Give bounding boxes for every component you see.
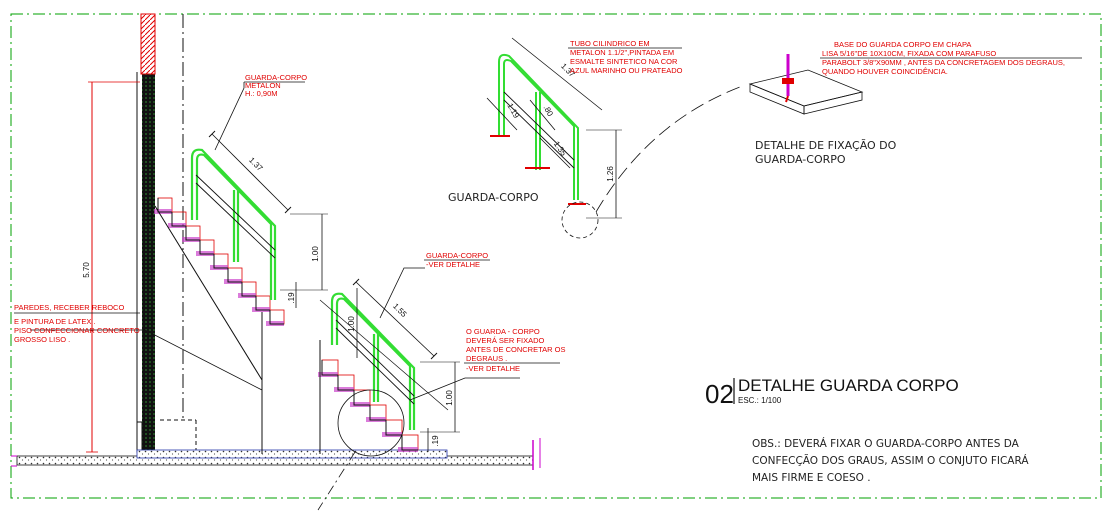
stair-step-edge <box>321 360 338 376</box>
wall-column <box>142 72 155 450</box>
dim-lower-rail-length: 1.55 <box>391 302 409 320</box>
stair-step-edge <box>171 212 186 227</box>
title-text: DETALHE GUARDA CORPO <box>738 376 959 395</box>
title-scale: ESC.: 1/100 <box>738 396 782 405</box>
stair-step-edge <box>185 226 200 241</box>
stair-step-edge <box>241 282 256 297</box>
dim-total-height: 5.70 <box>82 262 91 278</box>
label-guarda-corpo-ver-detalhe: GUARDA-CORPO-VER DETALHE <box>426 251 488 269</box>
dim-lower-rail-height-left: 1.00 <box>347 316 356 332</box>
stair-step-edge <box>157 198 172 213</box>
stair-step-edge <box>255 296 270 311</box>
detail-circle-main <box>337 389 405 457</box>
stair-step-edge <box>199 240 214 255</box>
dim-lower-rail-height-right: 1.00 <box>445 390 454 406</box>
sheet-border <box>10 13 1102 499</box>
label-guarda-corpo: GUARDA-CORPO <box>448 191 539 204</box>
detail-circle-iso <box>561 201 599 239</box>
base-plate-detail <box>748 54 864 115</box>
lower-guardrail <box>330 292 416 430</box>
stair-step-edge <box>227 268 242 283</box>
stair-step-edge <box>213 254 228 269</box>
dim-upper-rail-height: 1.00 <box>311 246 320 262</box>
stair-step-edge <box>401 435 418 451</box>
stair-step-edge <box>369 405 386 421</box>
dim-upper-step: .19 <box>287 292 296 304</box>
obs-note: OBS.: DEVERÁ FIXAR O GUARDA-CORPO ANTES … <box>752 437 1029 484</box>
stair-step-edge <box>269 310 284 325</box>
dim-detail-126: 1.26 <box>606 166 615 182</box>
guardrail-detail-iso <box>498 53 579 200</box>
dim-lower-step: .19 <box>431 435 440 447</box>
upper-guardrail <box>190 148 277 300</box>
dim-upper-rail-length: 1.37 <box>247 156 265 174</box>
title-number: 02 <box>705 379 734 409</box>
dim-detail-119: 1.19 <box>505 102 521 120</box>
wall-top-red <box>140 13 156 75</box>
upper-stair-flight <box>154 197 285 326</box>
lower-stair-flight <box>318 359 419 452</box>
stair-step-edge <box>385 420 402 436</box>
stair-step-edge <box>337 375 354 391</box>
